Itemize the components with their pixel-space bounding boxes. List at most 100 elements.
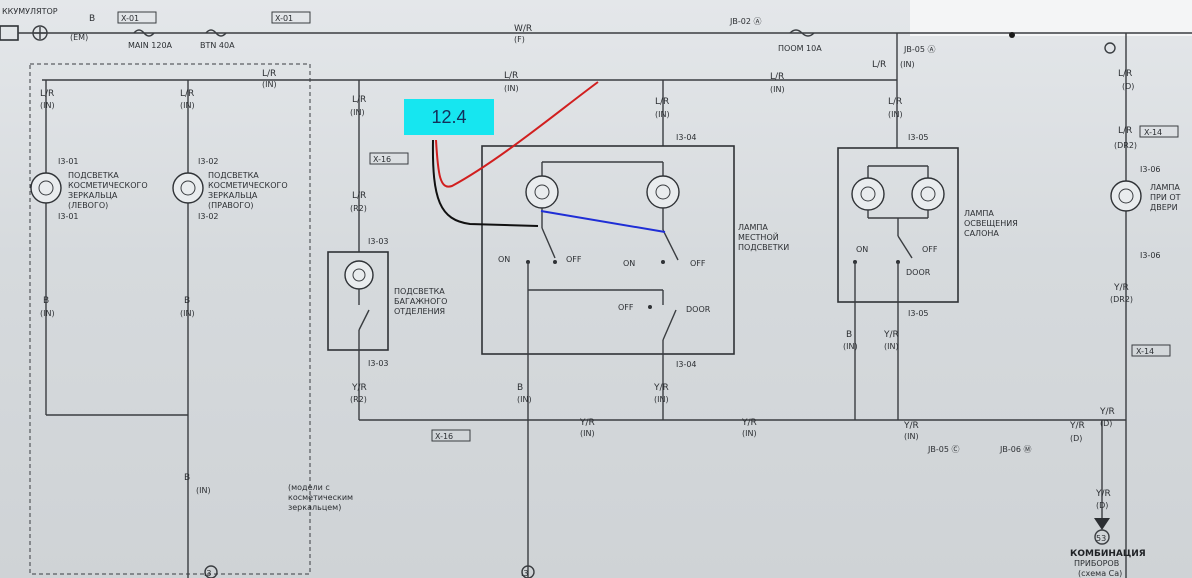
cabin-lamp-circuit [837, 120, 959, 420]
right-bus-code: (D) [1070, 434, 1082, 443]
wire-wr-code: (F) [514, 35, 525, 44]
connector-i304-bottom: I3-04 [676, 360, 697, 369]
lr-code-a: (IN) [262, 80, 277, 89]
yr-bus-label-a: Y/R [579, 418, 595, 428]
local-ground-wire: B [517, 383, 523, 393]
yr-bus-code-a: (IN) [580, 429, 595, 438]
local-wire: L/R [655, 97, 669, 107]
connector-i301-bottom: I3-01 [58, 212, 79, 221]
local-wire-code: (IN) [655, 110, 670, 119]
mirror-left-label-4: (ЛЕВОГО) [68, 201, 108, 210]
lr-label-d: L/R [872, 60, 886, 70]
mirror-right-label-2: КОСМЕТИЧЕСКОГО [208, 181, 288, 190]
mirror-left-wire: L/R [40, 89, 54, 99]
local-lamp-left-icon [525, 175, 559, 209]
mirror-right-label-4: (ПРАВОГО) [208, 201, 254, 210]
main-fuse-label: MAIN 120A [128, 41, 173, 50]
local-switch-c-off: OFF [618, 303, 634, 312]
mirror-note-2: косметическим [288, 493, 353, 502]
mirror-right-wire-code: (IN) [180, 101, 195, 110]
cabin-yr-code: (IN) [884, 342, 899, 351]
battery-label: ККУМУЛЯТОР [2, 7, 58, 16]
trunk-yr-code: (R2) [350, 395, 367, 404]
connector-i305-top: I3-05 [908, 133, 929, 142]
trunk-label-1: ПОДСВЕТКА [394, 287, 445, 296]
cabin-ground-code: (IN) [843, 342, 858, 351]
local-yr-wire: Y/R [653, 383, 669, 393]
connector-i305-bottom: I3-05 [908, 309, 929, 318]
local-lamp-right-icon [646, 175, 680, 209]
trunk-lamp-icon [344, 260, 374, 290]
yr-bus-label-b: Y/R [741, 418, 757, 428]
lr-code-d: (IN) [900, 60, 915, 69]
door-label-3: ДВЕРИ [1150, 203, 1178, 212]
cabin-switch-off: OFF [922, 245, 938, 254]
cluster-wire-code: (D) [1096, 501, 1108, 510]
mirror-ground-wire: B [184, 473, 190, 483]
mirror-right-label-3: ЗЕРКАЛЬЦА [208, 191, 258, 200]
mirror-right-ground-code: (IN) [180, 309, 195, 318]
door-lamp-circuit [1094, 42, 1179, 545]
blue-annotation-line [540, 210, 666, 233]
local-switch-b-on: ON [623, 259, 635, 268]
cabin-yr-wire: Y/R [883, 330, 899, 340]
cabin-lamp-right-icon [911, 177, 945, 211]
cabin-lamp-left-icon [851, 177, 885, 211]
local-switch-a-off: OFF [566, 255, 582, 264]
yr-bus-code-b: (IN) [742, 429, 757, 438]
ground-i3-a: I3 [204, 569, 211, 578]
lr-code-b: (IN) [504, 84, 519, 93]
door-lamp-icon [1110, 180, 1142, 212]
room-fuse-label: ПООМ 10А [778, 44, 822, 53]
cluster-label-2: ПРИБОРОВ [1074, 559, 1119, 568]
btn-fuse-label: BTN 40A [200, 41, 235, 50]
connector-i302-bottom: I3-02 [198, 212, 219, 221]
local-label-2: МЕСТНОЙ [738, 231, 779, 242]
local-switch-b-off: OFF [690, 259, 706, 268]
lr-code-c: (IN) [770, 85, 785, 94]
mirror-right-ground-wire: B [184, 296, 190, 306]
cluster-label-3: (схема Ca) [1078, 569, 1122, 578]
wire-b-code: (EM) [70, 33, 88, 42]
connector-i306-top: I3-06 [1140, 165, 1161, 174]
cabin-label-2: ОСВЕЩЕНИЯ [964, 219, 1018, 228]
lr-label-c: L/R [770, 72, 784, 82]
door-bottom-wire: Y/R [1099, 407, 1115, 417]
cabin-bus-wire: Y/R [903, 421, 919, 431]
wire-wr-label: W/R [514, 24, 532, 34]
lr-label-a: L/R [262, 69, 276, 79]
trunk-wire-2: L/R [352, 191, 366, 201]
blank-region [910, 0, 1192, 36]
trunk-circuit [327, 80, 1126, 442]
mirror-left-ground-code: (IN) [40, 309, 55, 318]
trunk-wire: L/R [352, 95, 366, 105]
cabin-wire-code: (IN) [888, 110, 903, 119]
mirror-right-lamp-icon [172, 172, 204, 204]
trunk-wire-code: (IN) [350, 108, 365, 117]
mirror-circuits [30, 80, 218, 578]
cabin-wire: L/R [888, 97, 902, 107]
junction-jb05-c: JB-05 Ⓒ [927, 445, 959, 454]
local-switch-c-door: DOOR [686, 305, 711, 314]
trunk-label-3: ОТДЕЛЕНИЯ [394, 307, 445, 316]
voltage-reading: 12.4 [404, 99, 494, 135]
ground-i3-b: I3 [521, 569, 528, 578]
connector-x14-top: X-14 [1144, 128, 1162, 137]
cluster-label-1: КОМБИНАЦИЯ [1070, 549, 1146, 559]
cabin-bus-code: (IN) [904, 432, 919, 441]
mirror-right-wire: L/R [180, 89, 194, 99]
trunk-wire-2-code: (R2) [350, 204, 367, 213]
mirror-ground-code: (IN) [196, 486, 211, 495]
cabin-label-3: САЛОНА [964, 229, 999, 238]
local-lamp-circuit [481, 80, 735, 578]
ground-53: 53 [1096, 534, 1106, 543]
connector-i302-top: I3-02 [198, 157, 219, 166]
trunk-label-2: БАГАЖНОГО [394, 297, 447, 306]
red-annotation-line [435, 81, 599, 188]
connector-i303-bottom: I3-03 [368, 359, 389, 368]
connector-x16-top: X-16 [373, 155, 391, 164]
junction-jb05-a: JB-05 Ⓐ [903, 45, 935, 54]
junction-jb02: JB-02 Ⓐ [729, 17, 761, 26]
